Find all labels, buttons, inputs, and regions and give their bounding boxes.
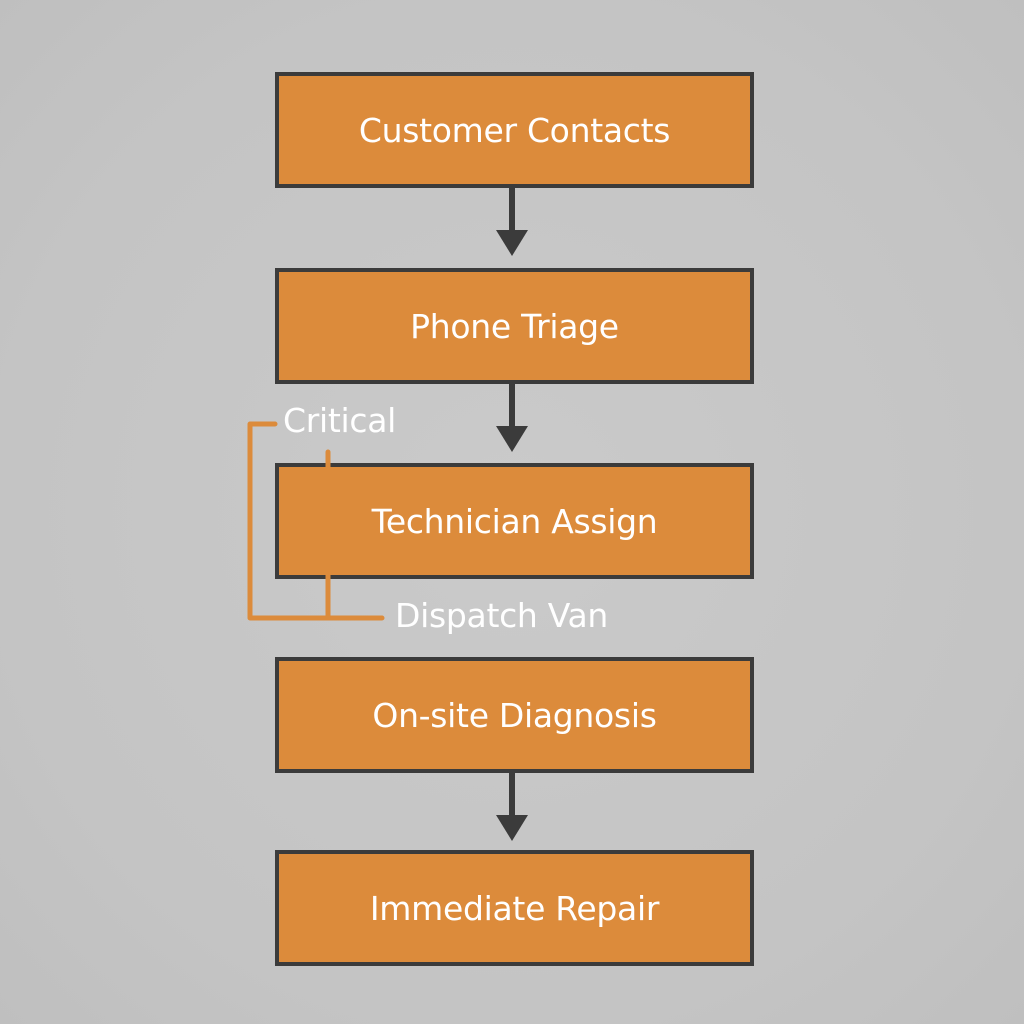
branch-action-label: Dispatch Van: [395, 596, 608, 635]
node-label: Customer Contacts: [358, 110, 671, 150]
branch-condition-label: Critical: [283, 401, 397, 440]
node-label: On-site Diagnosis: [372, 695, 657, 735]
arrow-down-icon: [496, 384, 528, 452]
node-label: Immediate Repair: [369, 888, 660, 928]
node-phone-triage: Phone Triage: [275, 268, 754, 384]
node-on-site-diagnosis: On-site Diagnosis: [275, 657, 754, 773]
arrow-down-icon: [496, 188, 528, 256]
node-immediate-repair: Immediate Repair: [275, 850, 754, 966]
node-label: Phone Triage: [410, 306, 619, 346]
node-technician-assign: Technician Assign: [275, 463, 754, 579]
arrow-down-icon: [496, 773, 528, 841]
node-customer-contacts: Customer Contacts: [275, 72, 754, 188]
node-label: Technician Assign: [371, 501, 658, 541]
